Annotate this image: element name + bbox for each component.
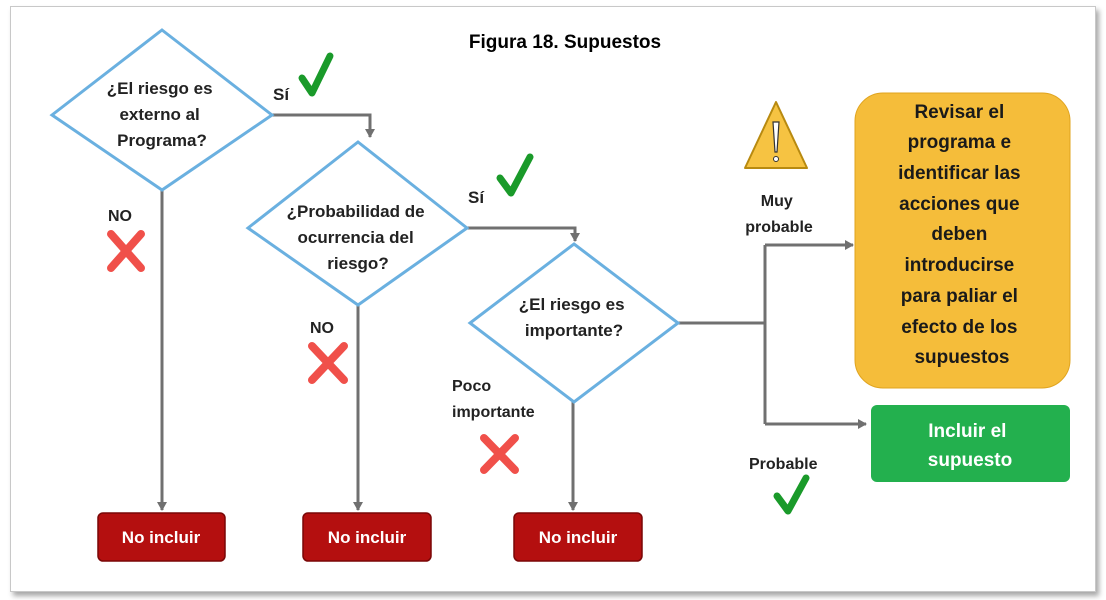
decision-probabilidad-line3: riesgo? [327, 254, 388, 273]
check-icon [496, 153, 534, 197]
svg-text:¿El riesgo es externo al: ¿El riesgo es externo al Programa? [107, 79, 218, 150]
label-poco-line2: importante [452, 404, 535, 421]
decision-importante-line1: ¿El riesgo es [519, 295, 625, 314]
svg-text:Incluir el supuesto: Incluir el supuesto [928, 421, 1012, 471]
svg-text:¿El riesgo es importante: ¿El riesgo es importante? [519, 295, 630, 340]
label-no-2: NO [310, 320, 334, 337]
warning-icon [744, 101, 808, 169]
check-icon [773, 474, 810, 515]
label-si-1: Sí [273, 85, 290, 104]
no-incluir-label-3: No incluir [539, 528, 618, 547]
incluir-line2: supuesto [928, 450, 1012, 471]
revisar-line5: deben [931, 224, 987, 245]
revisar-programa-box: Revisar el programa e identificar las ac… [854, 92, 1071, 389]
incluir-line1: Incluir el [928, 421, 1006, 442]
no-incluir-box-2: No incluir [302, 512, 432, 562]
decision-probabilidad: ¿Probabilidad de ocurrencia del riesgo? [245, 140, 470, 307]
connector-d2-yes [467, 226, 580, 242]
revisar-line6: introducirse [904, 255, 1014, 276]
decision-externo: ¿El riesgo es externo al Programa? [49, 28, 275, 192]
cross-icon [308, 342, 348, 384]
revisar-line9: supuestos [914, 347, 1009, 368]
svg-text:Revisar el programa e: Revisar el programa e identificar las ac… [898, 102, 1026, 368]
cross-icon [107, 230, 145, 272]
label-probable: Probable [749, 456, 818, 473]
label-muy-line1: Muy [761, 193, 793, 210]
decision-importante-line2: importante? [525, 321, 623, 340]
revisar-line4: acciones que [899, 194, 1019, 215]
revisar-line1: Revisar el [914, 102, 1004, 123]
connector-d1-yes [272, 113, 375, 138]
svg-text:Muy probable: Muy probable [745, 193, 813, 236]
label-si-2: Sí [468, 188, 485, 207]
label-poco-line1: Poco [452, 378, 491, 395]
no-incluir-label-2: No incluir [328, 528, 407, 547]
incluir-supuesto-box: Incluir el supuesto [871, 405, 1070, 482]
revisar-line7: para paliar el [901, 286, 1018, 307]
decision-probabilidad-line1: ¿Probabilidad de [287, 202, 425, 221]
revisar-line2: programa e [908, 132, 1011, 153]
svg-text:Poco importante: Poco importante [452, 378, 535, 421]
label-no-1: NO [108, 208, 132, 225]
revisar-line3: identificar las [898, 163, 1021, 184]
check-icon [298, 52, 334, 97]
decision-externo-line2: externo al [119, 105, 199, 124]
no-incluir-box-1: No incluir [97, 512, 226, 562]
figure-title: Figura 18. Supuestos [469, 32, 661, 53]
decision-probabilidad-line2: ocurrencia del [298, 228, 414, 247]
connectors [157, 113, 867, 511]
no-incluir-box-3: No incluir [513, 512, 643, 562]
label-muy-line2: probable [745, 219, 813, 236]
svg-text:¿Probabilidad de ocurren: ¿Probabilidad de ocurrencia del riesgo? [287, 202, 430, 273]
no-incluir-label-1: No incluir [122, 528, 201, 547]
revisar-line8: efecto de los [901, 317, 1017, 338]
decision-externo-line1: ¿El riesgo es [107, 79, 213, 98]
decision-importante: ¿El riesgo es importante? [467, 242, 681, 404]
decision-externo-line3: Programa? [117, 131, 207, 150]
cross-icon [480, 434, 519, 474]
